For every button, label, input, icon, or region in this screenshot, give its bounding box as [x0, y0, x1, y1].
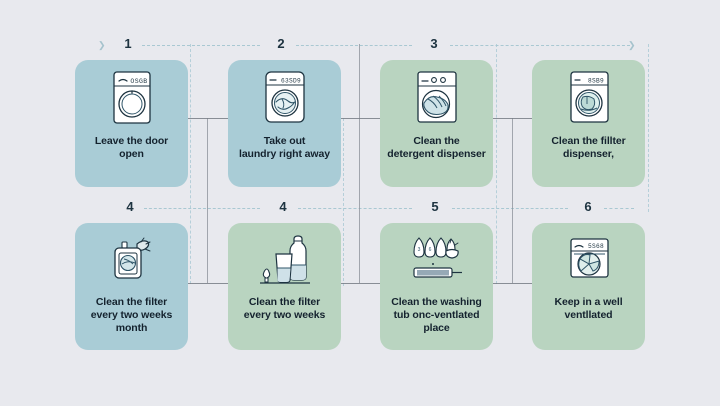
step-card-5-label: Clean the filter every two weeks month [90, 296, 173, 334]
timeline-dash-bottom-3 [452, 208, 568, 209]
timeline-dash-top-2 [296, 45, 412, 46]
step-card-2-label: Take out laundry right away [239, 135, 330, 160]
step-number-3: 3 [430, 36, 438, 51]
washing-machine-laundry-icon: 63SD9 [254, 69, 316, 129]
step-number-5: 5 [431, 199, 439, 214]
stub-bottom-2 [340, 283, 380, 284]
timeline-dash-bottom-4 [604, 208, 634, 209]
svg-text:8SB9: 8SB9 [587, 78, 603, 85]
bottles-and-glass-icon [254, 232, 316, 292]
washing-machine-filter-icon: 8SB9 [558, 69, 620, 129]
rail-dashed-4 [648, 44, 649, 212]
step-card-2[interactable]: 63SD9 Take out laundry right away [228, 60, 341, 187]
washing-machine-door-open-icon: OSGB [101, 69, 163, 129]
step-card-4[interactable]: 8SB9 Clean the fillter dispenser, [532, 60, 645, 187]
step-card-7-label: Clean the washing tub onc-ventlated plac… [391, 296, 482, 334]
step-number-1: 1 [124, 36, 132, 51]
stub-bottom-1 [188, 283, 228, 284]
rail-vertical-3 [512, 118, 513, 283]
step-card-6[interactable]: Clean the filter every two weeks [228, 223, 341, 350]
step-card-6-label: Clean the filter every two weeks [243, 296, 326, 321]
stub-top-2 [340, 118, 380, 119]
timeline-dash-bottom-2 [298, 208, 412, 209]
step-card-8[interactable]: 5S68 Keep in a well ventllated [532, 223, 645, 350]
timeline-dash-top-3 [450, 45, 630, 46]
rail-vertical-2 [359, 44, 360, 283]
detergent-bottle-spray-icon [101, 232, 163, 292]
svg-text:3: 3 [417, 247, 420, 253]
step-card-1[interactable]: OSGB Leave the door open [75, 60, 188, 187]
stub-top-1 [188, 118, 228, 119]
svg-text:5S68: 5S68 [587, 243, 603, 250]
timeline-dash-top-1 [142, 45, 260, 46]
svg-text:63SD9: 63SD9 [280, 78, 300, 85]
step-number-4a: 4 [126, 199, 134, 214]
step-card-8-label: Keep in a well ventllated [554, 296, 623, 321]
step-card-3[interactable]: Clean the detergent dispenser [380, 60, 493, 187]
step-number-4b: 4 [279, 199, 287, 214]
svg-text:OSGB: OSGB [130, 78, 147, 85]
rail-dashed-1 [190, 44, 191, 284]
detergent-dispenser-icon [406, 69, 468, 129]
water-drops-brush-icon: 3 6 [406, 232, 468, 292]
step-card-7[interactable]: 3 6 Clean the washing tub onc-ventlated … [380, 223, 493, 350]
rail-vertical-1 [207, 118, 208, 283]
timeline-dash-bottom-1 [144, 208, 260, 209]
step-card-5[interactable]: Clean the filter every two weeks month [75, 223, 188, 350]
step-card-3-label: Clean the detergent dispenser [387, 135, 486, 160]
stub-top-3 [492, 118, 532, 119]
svg-text:6: 6 [428, 247, 431, 253]
stub-bottom-3 [492, 283, 532, 284]
timeline-start-arrow-icon: ❯ [98, 40, 106, 50]
step-number-6: 6 [584, 199, 592, 214]
step-number-2: 2 [277, 36, 285, 51]
rail-dashed-3 [496, 44, 497, 284]
step-card-1-label: Leave the door open [94, 135, 169, 160]
well-ventilated-machine-icon: 5S68 [558, 232, 620, 292]
step-card-4-label: Clean the fillter dispenser, [551, 135, 626, 160]
timeline-end-arrow-icon: ❯ [628, 40, 636, 50]
rail-dashed-2 [343, 118, 344, 286]
